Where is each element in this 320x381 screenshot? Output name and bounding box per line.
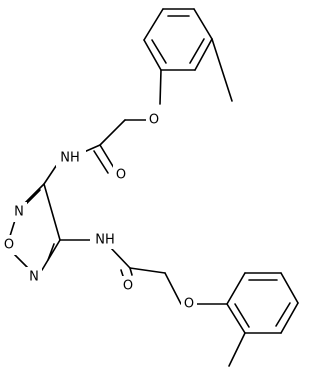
atom-o-carbonyl-bottom: O: [120, 276, 136, 296]
bond: [193, 8, 213, 40]
bond: [129, 267, 166, 274]
bond: [164, 272, 182, 305]
bond: [109, 246, 131, 269]
bond: [280, 302, 299, 334]
bond: [93, 150, 109, 174]
bond: [275, 302, 291, 327]
bond: [234, 303, 250, 328]
bond: [129, 267, 133, 276]
bond: [280, 272, 299, 304]
bond: [194, 38, 213, 71]
bond: [13, 253, 29, 269]
bond: [226, 272, 246, 305]
bond: [23, 183, 45, 205]
atom-n-ring-top: N: [11, 202, 27, 222]
atom-label: NH: [95, 233, 115, 248]
bond: [143, 8, 164, 41]
bond: [226, 303, 246, 334]
atom-n-ring-bottom: N: [26, 267, 42, 287]
bond: [120, 269, 124, 277]
atom-nh-top: NH: [56, 147, 86, 167]
bond: [159, 69, 162, 105]
bond: [143, 39, 162, 71]
bond: [151, 39, 167, 64]
atom-o-ether-top: O: [146, 108, 162, 130]
bond: [99, 144, 115, 169]
bond: [41, 239, 61, 271]
bonds: [9, 8, 299, 367]
bond: [43, 165, 57, 185]
atom-nh-bottom: NH: [90, 229, 120, 249]
bond: [211, 38, 233, 102]
atom-label: N: [14, 205, 24, 220]
atom-label: NH: [60, 151, 80, 166]
atom-label: O: [184, 297, 194, 312]
atom-label: N: [29, 270, 39, 285]
atom-labels: O NH O N O N NH O: [1, 108, 197, 314]
bond: [47, 243, 55, 261]
bond: [83, 144, 101, 153]
bond: [189, 38, 205, 64]
bond: [43, 183, 61, 241]
atom-label: O: [123, 279, 133, 294]
atom-label: O: [149, 113, 159, 128]
bond: [228, 332, 246, 367]
atom-label: O: [116, 168, 126, 183]
atom-o-ether-bottom: O: [181, 294, 197, 314]
bond: [99, 119, 126, 146]
atom-label: O: [4, 238, 14, 253]
atom-o-ring: O: [1, 235, 17, 255]
atom-o-carbonyl-top: O: [113, 165, 129, 185]
